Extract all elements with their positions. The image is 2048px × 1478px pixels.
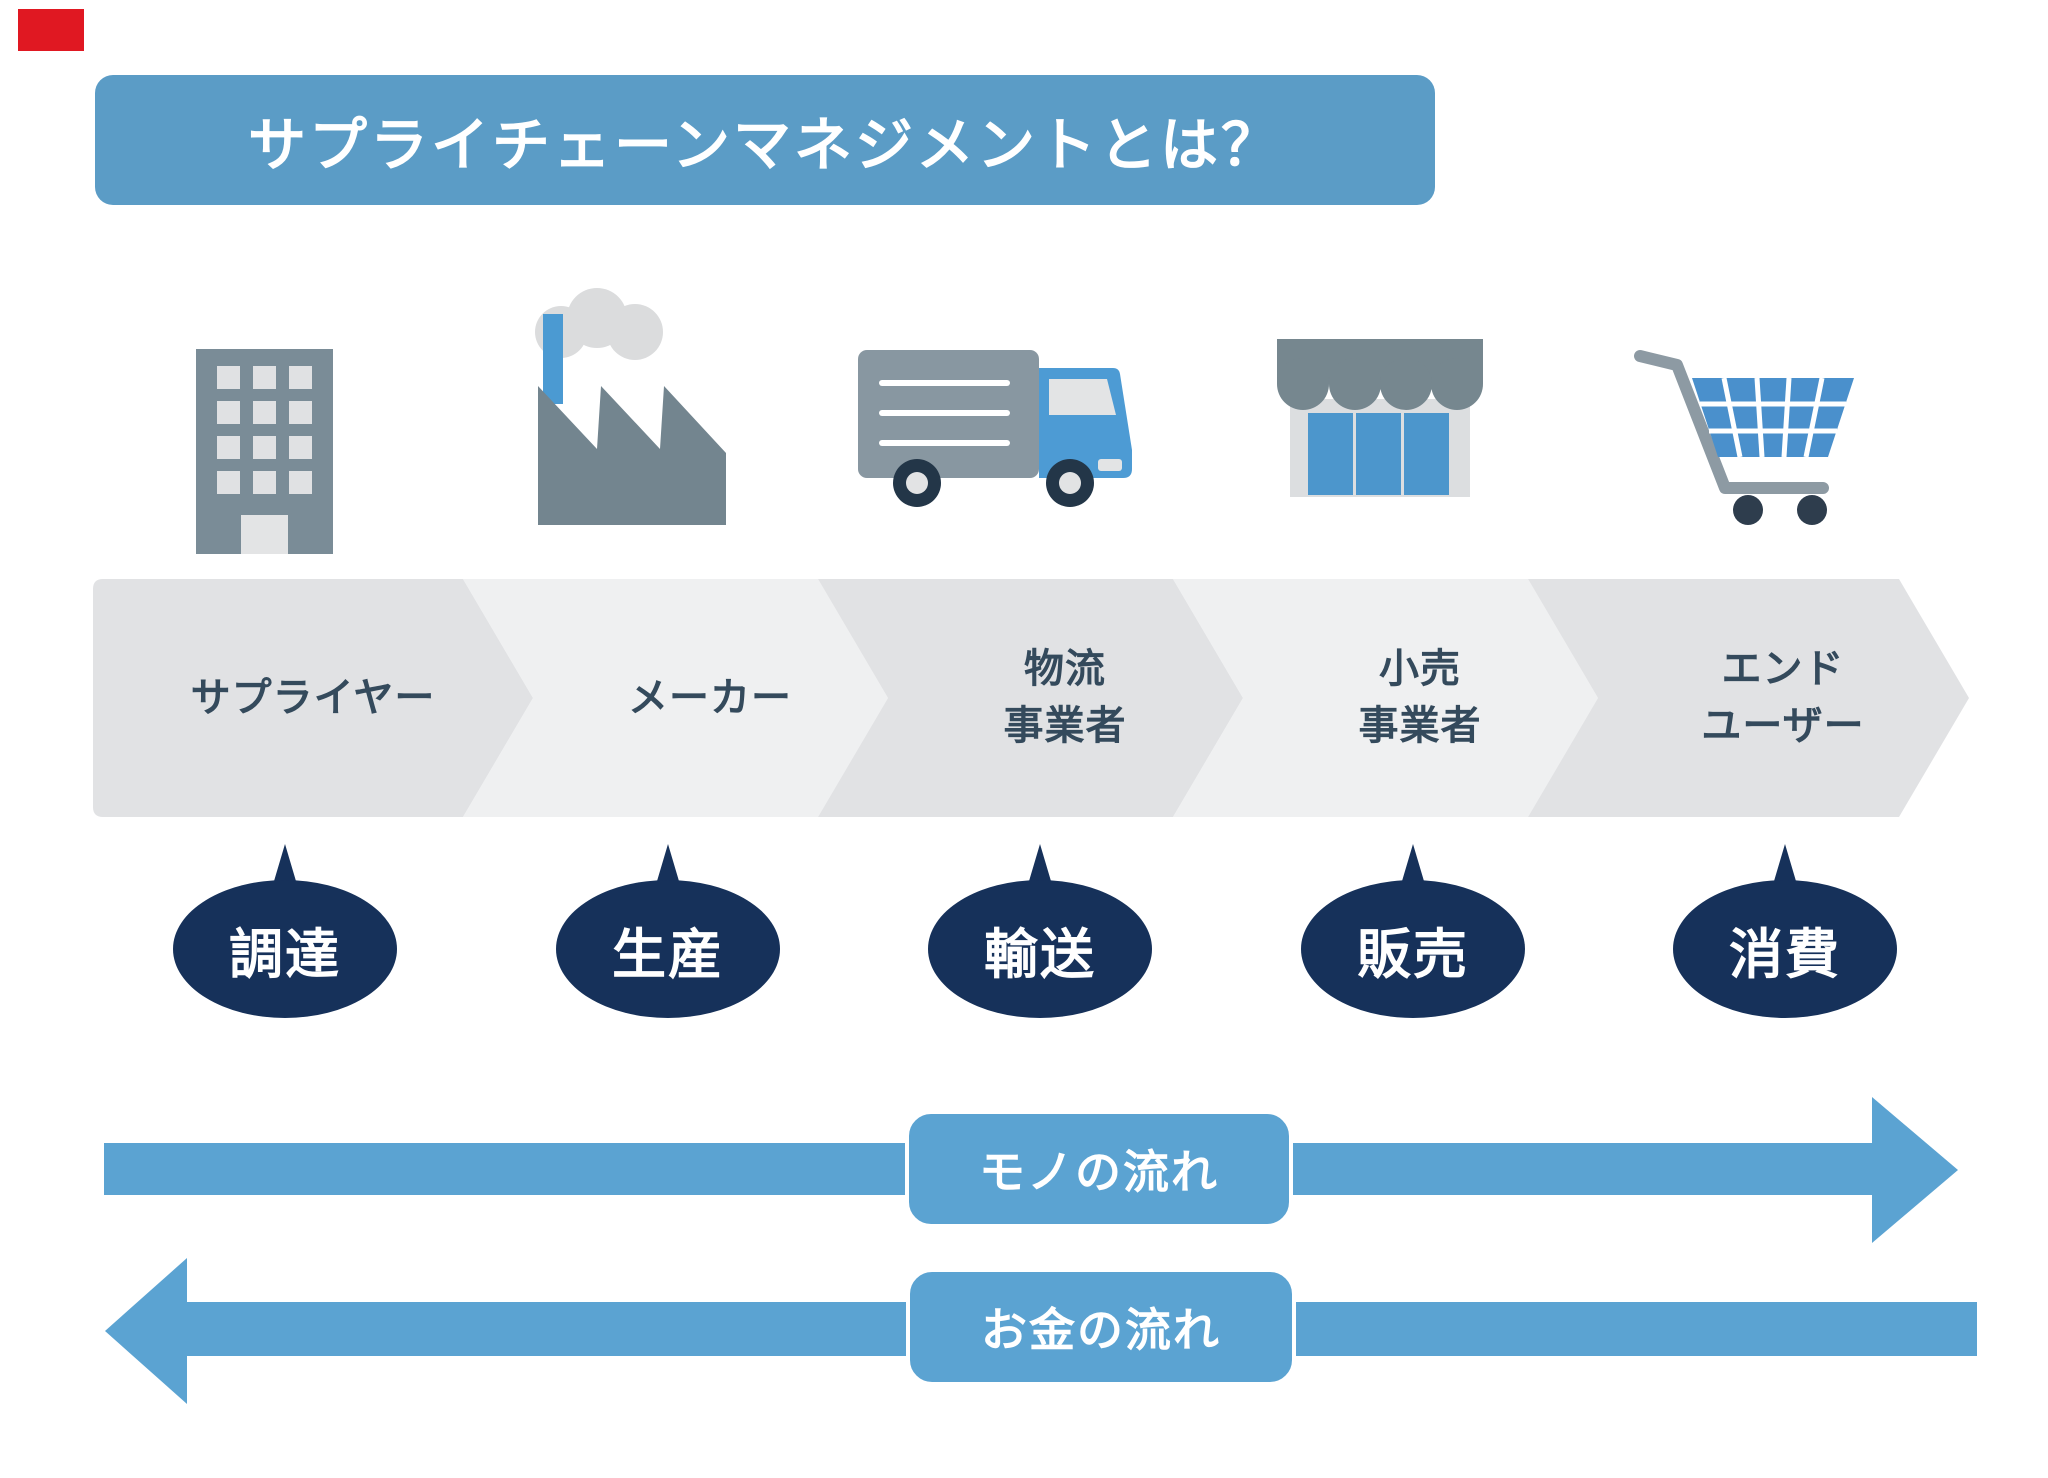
speech-bubble-shape — [1301, 844, 1525, 1018]
stage-label-supplier: サプライヤー — [190, 674, 436, 721]
page-title: サプライチェーンマネジメントとは？ — [247, 111, 1283, 179]
speech-bubble-shape — [173, 844, 397, 1018]
store-icon — [1277, 339, 1483, 497]
title-banner: サプライチェーンマネジメントとは？ — [95, 75, 1435, 205]
stage-label-end-user: エンド ユーザー — [1701, 646, 1865, 749]
speech-bubble-shape — [928, 844, 1152, 1018]
chevron-segment-retailer — [1173, 579, 1598, 817]
stage-label-retailer: 小売 事業者 — [1358, 646, 1482, 749]
shopping-cart-icon — [1634, 350, 1854, 525]
building-icon — [196, 349, 333, 554]
speech-bubble-shape — [556, 844, 780, 1018]
bubble-label: 消費 — [1729, 922, 1841, 986]
bubble-label: 輸送 — [984, 922, 1096, 986]
speech-bubble-shape — [1673, 844, 1897, 1018]
chevron-segment-maker — [463, 579, 888, 817]
chevron-segment-logistics — [818, 579, 1243, 817]
bubble-procurement: 調達 — [170, 840, 400, 1020]
bubble-label: 生産 — [612, 922, 724, 986]
stage-label-logistics: 物流 事業者 — [1003, 646, 1127, 749]
money-flow-label: お金の流れ — [981, 1303, 1221, 1357]
bubble-label: 調達 — [229, 922, 341, 986]
goods-flow-label: モノの流れ — [979, 1145, 1219, 1199]
stage-label-maker: メーカー — [628, 674, 792, 721]
chevron-segment-end-user — [1528, 579, 1969, 817]
red-corner-marker — [18, 9, 84, 51]
process-chevron-band — [93, 579, 1969, 817]
bubble-consumption: 消費 — [1670, 840, 1900, 1020]
arrowhead-left-icon — [105, 1258, 187, 1404]
bubble-label: 販売 — [1357, 922, 1469, 986]
arrowhead-right-icon — [1872, 1097, 1958, 1243]
bubble-sales: 販売 — [1298, 840, 1528, 1020]
factory-icon — [535, 288, 726, 525]
truck-icon — [858, 350, 1132, 507]
bubble-transport: 輸送 — [925, 840, 1155, 1020]
chevron-segment-supplier — [93, 579, 533, 817]
money-flow-label-pill: お金の流れ — [906, 1268, 1296, 1386]
bubble-production: 生産 — [553, 840, 783, 1020]
goods-flow-label-pill: モノの流れ — [905, 1110, 1293, 1228]
